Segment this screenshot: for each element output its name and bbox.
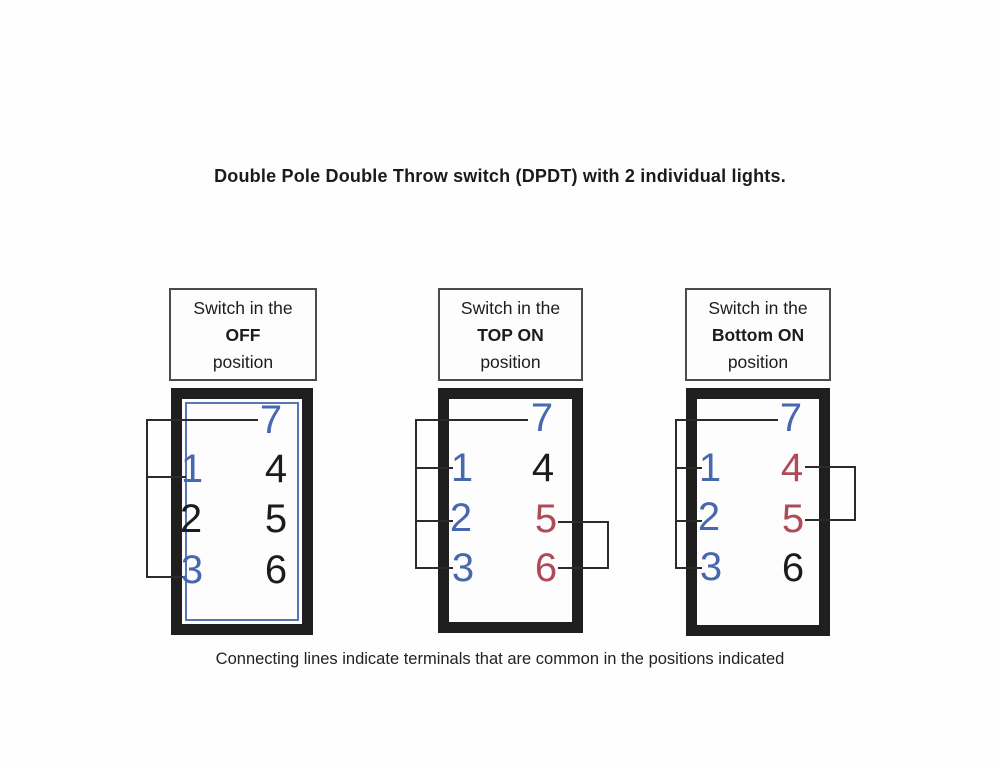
bottom-on-terminal-2: 2 xyxy=(697,495,721,539)
top-on-connector-tap-3 xyxy=(415,567,453,569)
top-on-terminal-4: 4 xyxy=(531,446,555,490)
off-terminal-2: 2 xyxy=(179,497,203,541)
off-connector-vertical-left xyxy=(146,419,148,578)
off-connector-tap-3 xyxy=(146,576,186,578)
label-line-2: Bottom ON xyxy=(711,325,805,345)
bottom-on-terminal-3: 3 xyxy=(699,545,723,589)
label-box-off: Switch in the OFF position xyxy=(169,288,317,381)
bottom-on-connector-tap-5 xyxy=(805,519,856,521)
off-terminal-6: 6 xyxy=(264,548,288,592)
off-terminal-7: 7 xyxy=(259,398,283,442)
bottom-on-connector-tap-7 xyxy=(675,419,778,421)
bottom-on-connector-tap-4 xyxy=(805,466,856,468)
label-line-3: position xyxy=(212,352,274,372)
top-on-connector-vertical-left xyxy=(415,419,417,569)
bottom-on-terminal-5: 5 xyxy=(781,497,805,541)
bottom-on-connector-vertical-left xyxy=(675,419,677,569)
top-on-connector-tap-2 xyxy=(415,520,453,522)
label-line-1: Switch in the xyxy=(708,298,808,318)
top-on-connector-tap-6 xyxy=(558,567,609,569)
bottom-on-connector-tap-3 xyxy=(675,567,702,569)
off-terminal-1: 1 xyxy=(180,447,204,491)
top-on-connector-vertical-right xyxy=(607,521,609,569)
top-on-terminal-6: 6 xyxy=(534,546,558,590)
label-line-1: Switch in the xyxy=(460,298,561,318)
top-on-terminal-2: 2 xyxy=(449,496,473,540)
off-terminal-3: 3 xyxy=(180,548,204,592)
off-inner-border xyxy=(185,402,299,621)
bottom-on-terminal-1: 1 xyxy=(698,446,722,490)
bottom-on-connector-tap-2 xyxy=(675,520,702,522)
label-line-3: position xyxy=(480,352,541,372)
bottom-on-connector-vertical-right xyxy=(854,466,856,521)
switch-box-bottom-on xyxy=(686,388,830,636)
label-box-bottom-on: Switch in the Bottom ON position xyxy=(685,288,831,381)
bottom-on-connector-tap-1 xyxy=(675,467,702,469)
bottom-on-terminal-7: 7 xyxy=(779,396,803,440)
top-on-terminal-1: 1 xyxy=(450,446,474,490)
label-line-2: TOP ON xyxy=(477,325,544,345)
off-connector-tap-1 xyxy=(146,476,186,478)
diagram-title: Double Pole Double Throw switch (DPDT) w… xyxy=(214,166,786,186)
label-line-1: Switch in the xyxy=(193,298,293,318)
off-connector-tap-7 xyxy=(146,419,258,421)
switch-box-top-on xyxy=(438,388,583,633)
off-terminal-5: 5 xyxy=(264,497,288,541)
bottom-on-terminal-6: 6 xyxy=(781,546,805,590)
top-on-connector-tap-7 xyxy=(415,419,528,421)
diagram-caption: Connecting lines indicate terminals that… xyxy=(215,650,785,668)
top-on-terminal-3: 3 xyxy=(451,546,475,590)
top-on-terminal-5: 5 xyxy=(534,497,558,541)
label-line-3: position xyxy=(727,352,789,372)
top-on-connector-tap-5 xyxy=(558,521,609,523)
label-box-top-on: Switch in the TOP ON position xyxy=(438,288,583,381)
switch-box-off xyxy=(171,388,313,635)
label-line-2: OFF xyxy=(225,325,261,345)
off-terminal-4: 4 xyxy=(264,447,288,491)
bottom-on-terminal-4: 4 xyxy=(780,446,804,490)
top-on-connector-tap-1 xyxy=(415,467,453,469)
top-on-terminal-7: 7 xyxy=(530,396,554,440)
